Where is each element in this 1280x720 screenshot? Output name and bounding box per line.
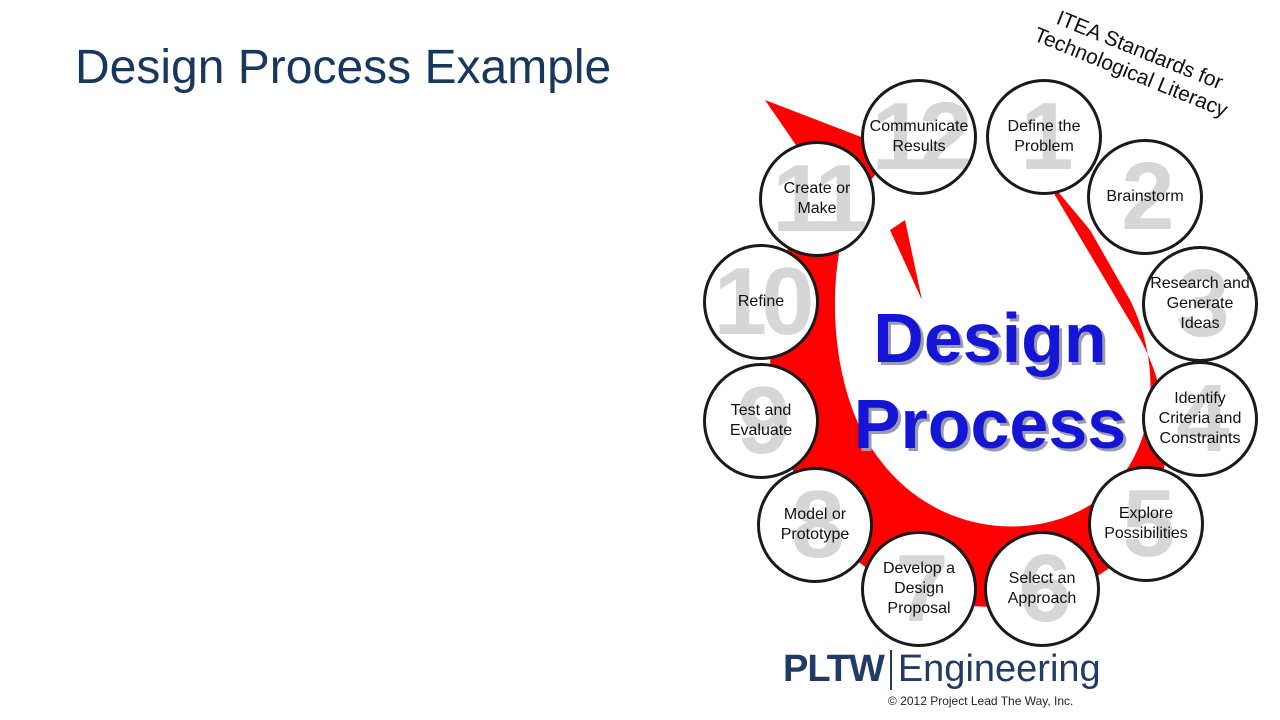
- step-8-number: 8: [791, 471, 844, 578]
- step-9-circle: 9 Test and Evaluate: [703, 363, 819, 479]
- step-11-circle: 11 Create or Make: [759, 141, 875, 257]
- step-11-number: 11: [772, 145, 867, 252]
- step-11-label: Create or Make: [783, 180, 851, 217]
- step-3-circle: 3 Research and Generate Ideas: [1142, 246, 1258, 362]
- step-9-number: 9: [737, 367, 790, 474]
- step-2-label: Brainstorm: [1106, 188, 1184, 205]
- step-3-number: 3: [1176, 250, 1229, 357]
- cycle-arrow-graphic: [765, 100, 1167, 607]
- step-12-label: Communicate Results: [869, 118, 969, 155]
- step-6-circle: 6 Select an Approach: [984, 531, 1100, 647]
- logo-divider: [889, 649, 892, 690]
- logo-engineering-text: Engineering: [897, 648, 1101, 690]
- step-8-label: Model or Prototype: [780, 506, 850, 543]
- step-10-circle: 10 Refine: [703, 244, 819, 360]
- copyright-notice: © 2012 Project Lead The Way, Inc.: [888, 694, 1074, 708]
- step-6-number: 6: [1018, 535, 1071, 642]
- center-title: Design Process: [840, 295, 1140, 467]
- step-1-circle: 1 Define the Problem: [986, 79, 1102, 195]
- step-4-circle: 4 Identify Criteria and Constraints: [1142, 361, 1258, 477]
- step-9-label: Test and Evaluate: [729, 402, 793, 439]
- step-10-number: 10: [713, 248, 815, 355]
- step-3-label: Research and Generate Ideas: [1150, 275, 1250, 332]
- step-7-number: 7: [895, 535, 948, 642]
- center-title-line-1: Design: [873, 299, 1107, 377]
- step-5-number: 5: [1122, 470, 1175, 577]
- step-4-number: 4: [1176, 365, 1229, 472]
- step-1-number: 1: [1020, 83, 1073, 190]
- cycle-arrow-inner-tail: [890, 220, 922, 300]
- logo-pltw-text: PLTW: [783, 648, 885, 690]
- step-6-label: Select an Approach: [1007, 570, 1077, 607]
- step-10-label: Refine: [737, 293, 785, 310]
- step-7-circle: 7 Develop a Design Proposal: [861, 531, 977, 647]
- center-title-line-2: Process: [853, 385, 1127, 463]
- design-process-diagram: Design Process 1 Define the Problem 2 Br…: [690, 0, 1280, 720]
- pltw-engineering-logo: PLTW Engineering: [783, 648, 1101, 696]
- slide-title: Design Process Example: [75, 41, 612, 94]
- step-12-circle: 12 Communicate Results: [861, 79, 977, 195]
- step-7-label: Develop a Design Proposal: [882, 560, 956, 617]
- step-5-circle: 5 Explore Possibilities: [1088, 466, 1204, 582]
- step-4-label: Identify Criteria and Constraints: [1158, 390, 1242, 447]
- step-2-circle: 2 Brainstorm: [1087, 139, 1203, 255]
- step-5-label: Explore Possibilities: [1104, 505, 1188, 542]
- step-1-label: Define the Problem: [1007, 118, 1081, 155]
- cycle-arrow: [765, 100, 1167, 607]
- step-8-circle: 8 Model or Prototype: [757, 467, 873, 583]
- step-12-number: 12: [871, 83, 973, 190]
- step-2-number: 2: [1121, 143, 1174, 250]
